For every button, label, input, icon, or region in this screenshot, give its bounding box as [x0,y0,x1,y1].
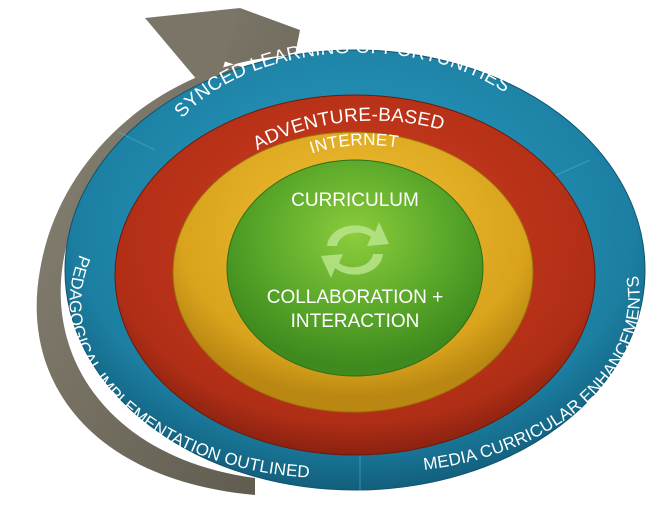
ring-divider-right [549,159,591,179]
refresh-cycle-icon [321,222,389,278]
ring-divider-left [117,131,156,151]
center-top-label: CURRICULUM [291,190,419,211]
center-bottom-line1: COLLABORATION + [267,287,444,308]
center-bottom-line2: INTERACTION [291,311,420,332]
